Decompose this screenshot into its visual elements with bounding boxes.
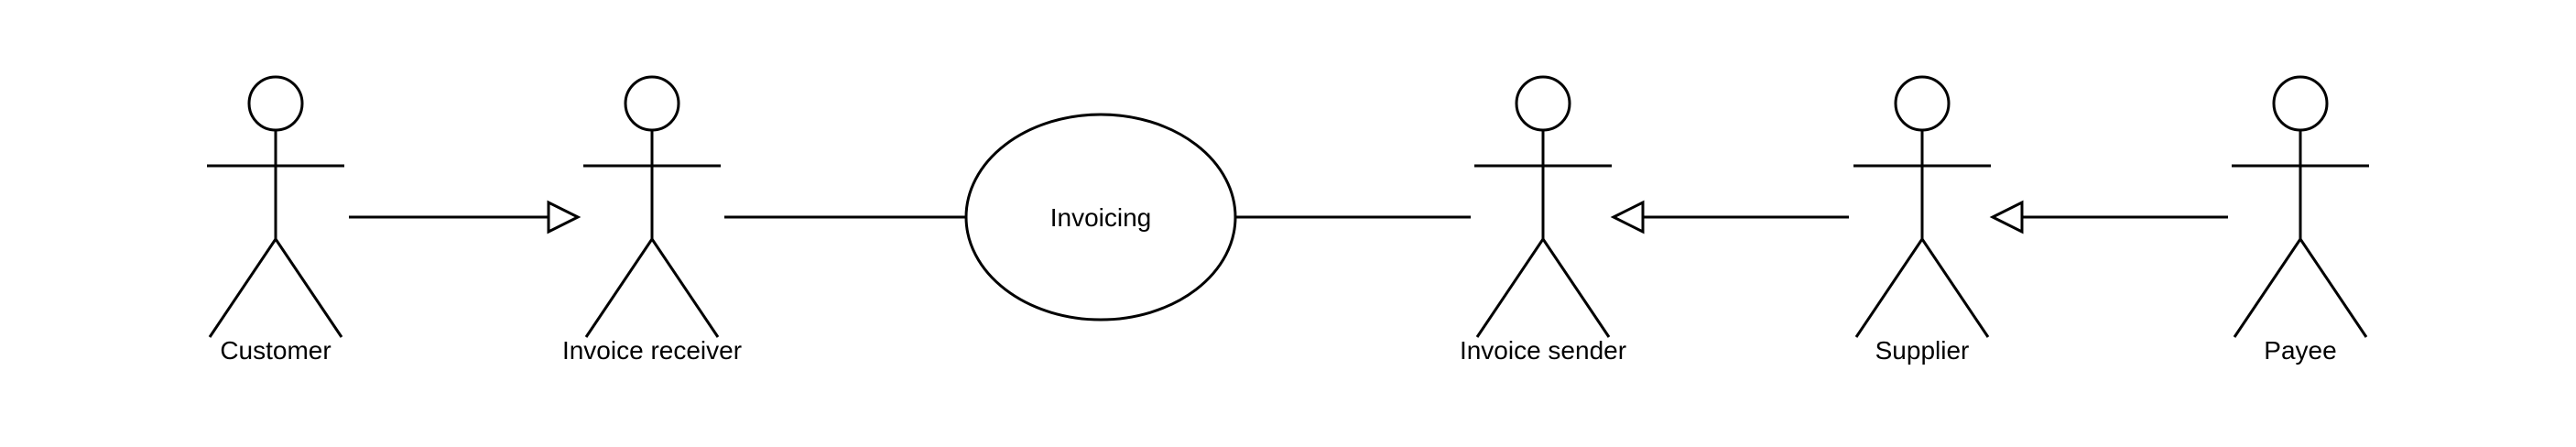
use-case-label: Invoicing bbox=[1050, 203, 1152, 232]
open-triangle-arrow-icon bbox=[1989, 200, 2024, 234]
edge-supplier-to-invoice-sender bbox=[1610, 200, 1849, 234]
actor-right-leg bbox=[1920, 238, 1990, 338]
actor-customer: Customer bbox=[207, 75, 344, 365]
actor-supplier: Supplier bbox=[1853, 75, 1991, 365]
actor-head-icon bbox=[2272, 75, 2329, 132]
actor-label-invoice-receiver: Invoice receiver bbox=[562, 336, 742, 365]
actor-label-invoice-sender: Invoice sender bbox=[1460, 336, 1626, 365]
actor-right-leg bbox=[650, 238, 720, 338]
actor-head-icon bbox=[624, 75, 680, 132]
actor-label-payee: Payee bbox=[2264, 336, 2336, 365]
actor-payee: Payee bbox=[2232, 75, 2369, 365]
open-triangle-arrow-icon bbox=[547, 200, 582, 234]
actor-right-leg bbox=[274, 238, 343, 338]
actor-invoice-receiver: Invoice receiver bbox=[562, 75, 742, 365]
use-case-invoicing: Invoicing bbox=[964, 113, 1237, 322]
actor-right-leg bbox=[1541, 238, 1611, 338]
actor-left-leg bbox=[208, 238, 277, 338]
actor-label-supplier: Supplier bbox=[1875, 336, 1970, 365]
actor-left-leg bbox=[1854, 238, 1924, 338]
edge-customer-to-invoice-receiver bbox=[349, 200, 582, 234]
edge-payee-to-supplier bbox=[1989, 200, 2228, 234]
actor-head-icon bbox=[247, 75, 304, 132]
actor-head-icon bbox=[1894, 75, 1951, 132]
actor-invoice-sender: Invoice sender bbox=[1460, 75, 1626, 365]
actor-left-leg bbox=[584, 238, 654, 338]
actor-label-customer: Customer bbox=[220, 336, 331, 365]
actor-right-leg bbox=[2299, 238, 2368, 338]
open-triangle-arrow-icon bbox=[1610, 200, 1645, 234]
actor-left-leg bbox=[2233, 238, 2302, 338]
actor-head-icon bbox=[1515, 75, 1571, 132]
actor-left-leg bbox=[1475, 238, 1545, 338]
